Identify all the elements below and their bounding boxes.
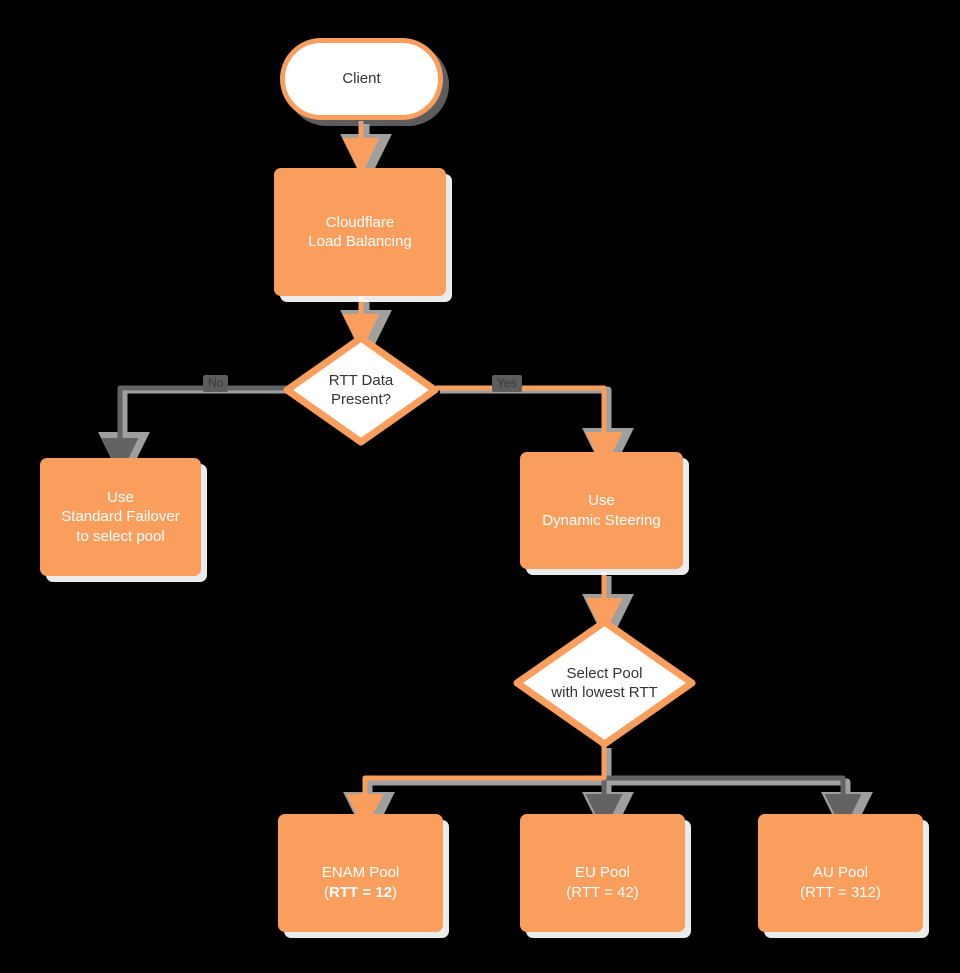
diamond-shape-select-pool [513,618,696,748]
node-standard-failover[interactable]: Use Standard Failover to select pool [40,458,201,576]
edge-rtt-to-standard-failover [101,385,287,476]
node-au-pool[interactable]: AU Pool (RTT = 312) [758,814,923,932]
node-au-pool-open-paren: ( [800,883,806,901]
node-select-pool-label: Select Pool with lowest RTT [551,664,657,703]
node-enam-pool-rtt: RTT = 12 [329,883,392,901]
node-dynamic-steering-label: Use Dynamic Steering [542,492,661,529]
node-rtt-data-present[interactable]: RTT Data Present? [283,334,439,446]
node-load-balancing-label: Cloudflare Load Balancing [308,213,412,250]
edge-select-to-enam-pool [346,746,607,832]
edge-shadows [98,124,873,845]
node-select-pool-line2: with lowest RTT [551,684,658,701]
node-select-pool[interactable]: Select Pool with lowest RTT [513,618,696,748]
diamond-shape-rtt [283,334,439,446]
node-enam-pool-close-paren: ) [391,883,397,901]
node-client-label: Client [342,70,381,88]
edge-label-yes-text: Yes [497,376,517,390]
node-select-pool-line1: Select Pool [566,664,643,682]
node-enam-pool[interactable]: ENAM Pool(RTT = 12) [278,814,443,932]
edge-select-to-au-pool [604,775,862,832]
node-au-pool-close-paren: ) [875,883,881,901]
edge-rtt-to-dynamic-steering [436,385,623,470]
node-eu-pool-label: EU Pool(RTT = 42) [566,844,638,902]
node-eu-pool-rtt: RTT = 42 [571,883,634,901]
inactive-edges [101,385,862,832]
node-rtt-data-present-label: RTT Data Present? [329,371,393,410]
node-au-pool-name: AU Pool [812,864,869,882]
node-au-pool-label: AU Pool (RTT = 312) [800,844,881,902]
node-eu-pool-open-paren: ( [566,883,572,901]
node-enam-pool-name: ENAM Pool [321,864,400,882]
node-enam-pool-open-paren: ( [324,883,330,901]
node-standard-failover-label: Use Standard Failover to select pool [61,489,180,545]
node-eu-pool-close-paren: ) [633,883,639,901]
node-dynamic-steering[interactable]: Use Dynamic Steering [520,452,683,569]
node-load-balancing[interactable]: Cloudflare Load Balancing [274,168,446,296]
node-client[interactable]: Client [280,38,443,120]
node-au-pool-rtt: RTT = 312 [805,883,876,901]
node-enam-pool-label: ENAM Pool(RTT = 12) [322,844,400,902]
node-rtt-label-line2: Present? [330,391,392,408]
edge-label-no-text: No [208,376,224,390]
node-rtt-label-line1: RTT Data [328,371,394,389]
edge-label-no: No [203,375,229,393]
node-eu-pool-name: EU Pool [574,864,631,882]
edge-label-yes: Yes [492,375,522,393]
node-eu-pool[interactable]: EU Pool(RTT = 42) [520,814,685,932]
